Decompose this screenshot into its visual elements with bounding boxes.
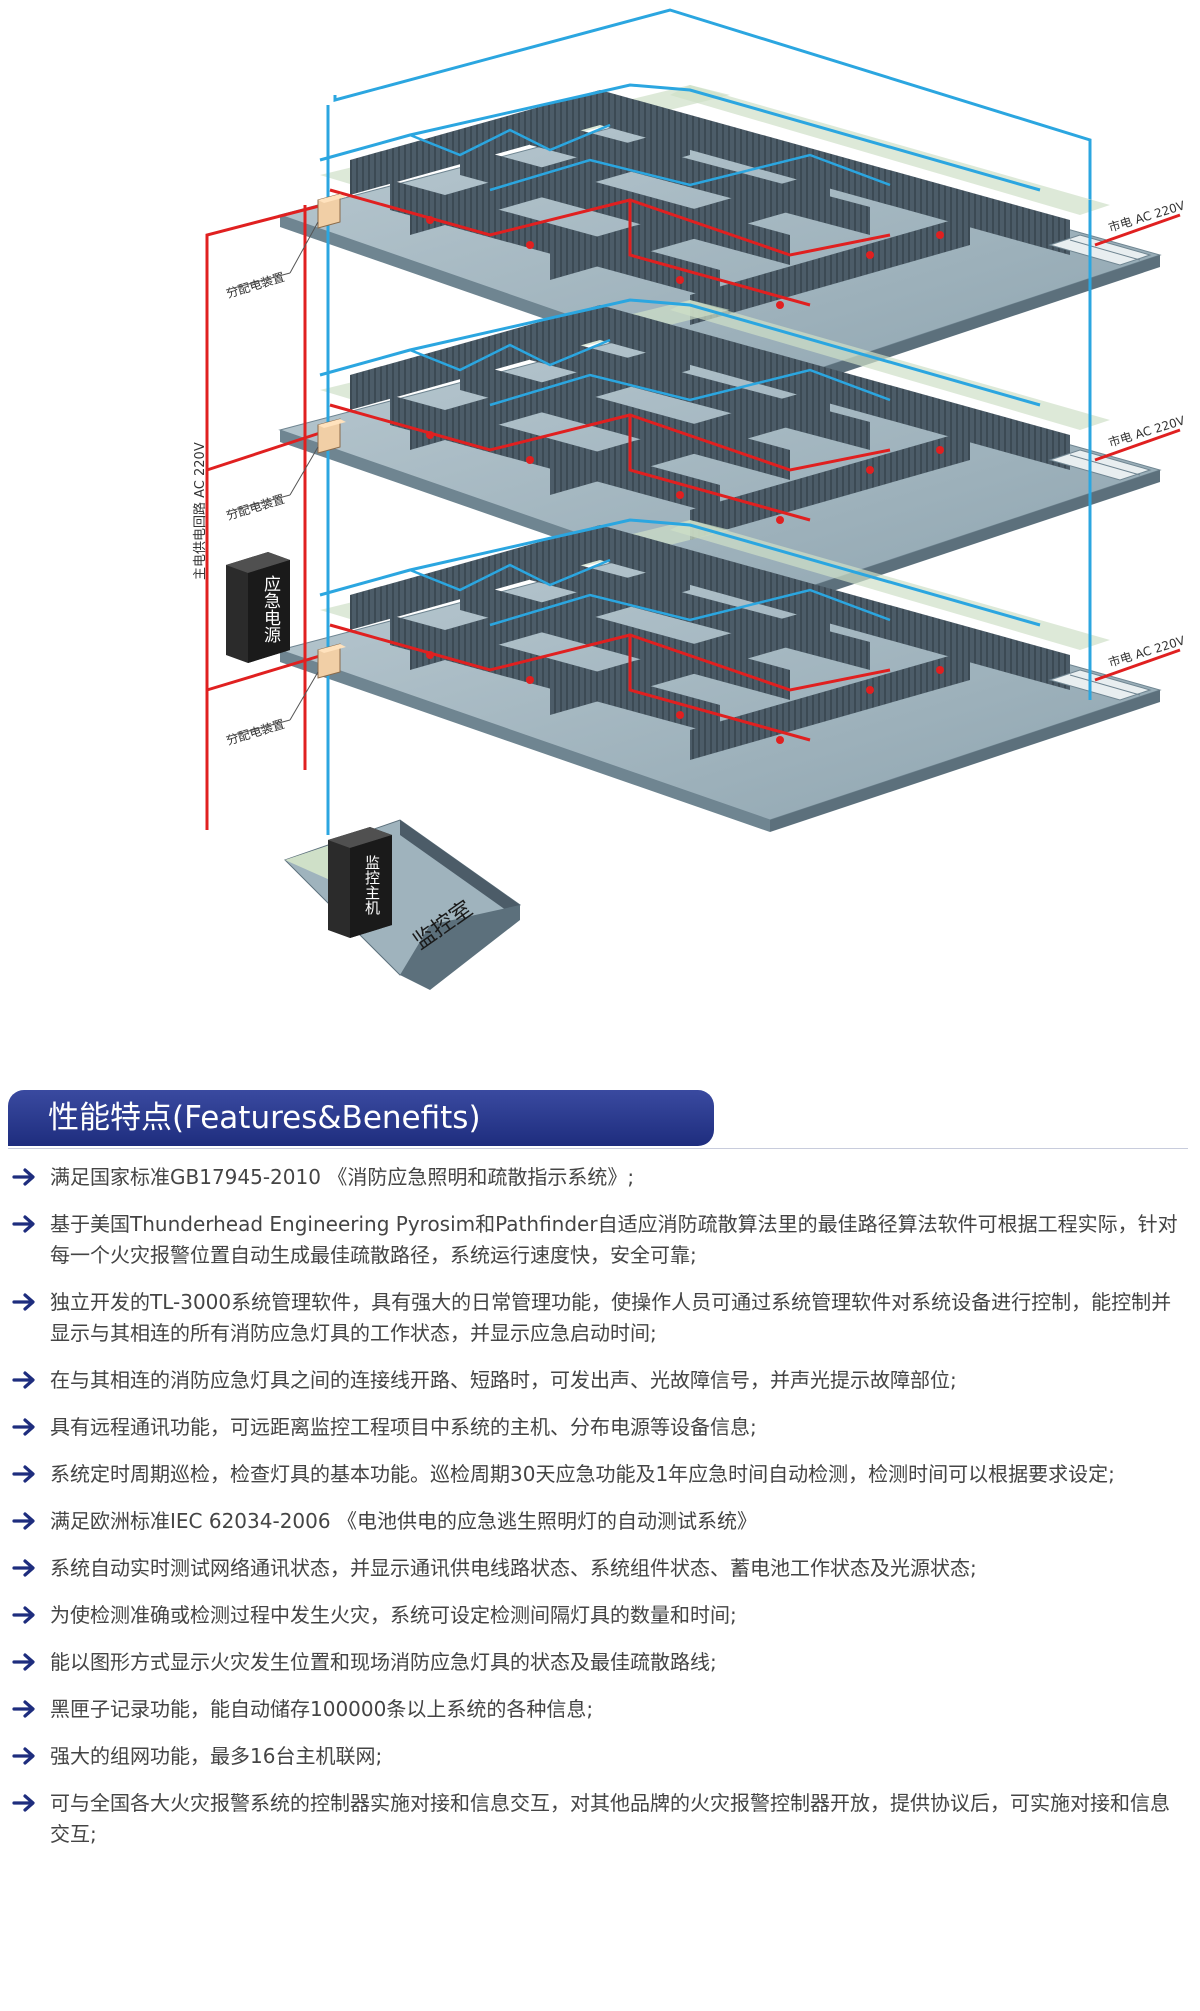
comm-loop-line xyxy=(333,8,1092,200)
arrow-right-icon xyxy=(12,1559,35,1577)
monitor-room xyxy=(284,819,521,990)
features-section: 性能特点(Features&Benefits) 满足国家标准GB17945-20… xyxy=(0,1090,1200,2011)
emergency-power-cabinet xyxy=(226,552,290,663)
emergency-power-label: 应急电源 xyxy=(260,575,281,644)
arrow-right-icon xyxy=(12,1747,35,1765)
feature-item: 基于美国Thunderhead Engineering Pyrosim和Path… xyxy=(0,1209,1200,1271)
monitor-host-label: 监控主机 xyxy=(363,855,381,916)
feature-text: 为使检测准确或检测过程中发生火灾，系统可设定检测间隔灯具的数量和时间; xyxy=(50,1603,737,1627)
arrow-right-icon xyxy=(12,1653,35,1671)
feature-text: 系统自动实时测试网络通讯状态，并显示通讯供电线路状态、系统组件状态、蓄电池工作状… xyxy=(50,1556,977,1580)
feature-text: 满足欧洲标准IEC 62034-2006 《电池供电的应急逃生照明灯的自动测试系… xyxy=(50,1509,757,1533)
city-power-lines xyxy=(1094,213,1181,682)
feature-text: 能以图形方式显示火灾发生位置和现场消防应急灯具的状态及最佳疏散路线; xyxy=(50,1650,717,1674)
features-list: 满足国家标准GB17945-2010 《消防应急照明和疏散指示系统》; 基于美国T… xyxy=(0,1162,1200,1866)
feature-text: 系统定时周期巡检，检查灯具的基本功能。巡检周期30天应急功能及1年应急时间自动检… xyxy=(50,1462,1115,1486)
arrow-right-icon xyxy=(12,1168,35,1186)
feature-item: 强大的组网功能，最多16台主机联网; xyxy=(0,1741,1200,1772)
distributor-box-3 xyxy=(317,193,346,229)
arrow-right-icon xyxy=(12,1215,35,1233)
evacuation-system-diagram: 应急电源 监控主机 监控室 主电供电回路 AC 220V 分配电装置 分配电装置… xyxy=(192,8,1187,990)
feature-item: 能以图形方式显示火灾发生位置和现场消防应急灯具的状态及最佳疏散路线; xyxy=(0,1647,1200,1678)
main-power-label: 主电供电回路 AC 220V xyxy=(192,442,208,580)
monitor-host-cabinet xyxy=(328,827,392,938)
feature-item: 满足欧洲标准IEC 62034-2006 《电池供电的应急逃生照明灯的自动测试系… xyxy=(0,1506,1200,1537)
feature-item: 系统自动实时测试网络通讯状态，并显示通讯供电线路状态、系统组件状态、蓄电池工作状… xyxy=(0,1553,1200,1584)
feature-item: 可与全国各大火灾报警系统的控制器实施对接和信息交互，对其他品牌的火灾报警控制器开… xyxy=(0,1788,1200,1850)
feature-text: 独立开发的TL-3000系统管理软件，具有强大的日常管理功能，使操作人员可通过系… xyxy=(50,1290,1172,1345)
feature-item: 在与其相连的消防应急灯具之间的连接线开路、短路时，可发出声、光故障信号，并声光提… xyxy=(0,1365,1200,1396)
arrow-right-icon xyxy=(12,1700,35,1718)
feature-item: 黑匣子记录功能，能自动储存100000条以上系统的各种信息; xyxy=(0,1694,1200,1725)
feature-text: 基于美国Thunderhead Engineering Pyrosim和Path… xyxy=(50,1212,1178,1267)
arrow-right-icon xyxy=(12,1418,35,1436)
arrow-right-icon xyxy=(12,1371,35,1389)
distributor-box-1 xyxy=(317,643,346,679)
distributor-box-2 xyxy=(317,418,346,454)
feature-item: 系统定时周期巡检，检查灯具的基本功能。巡检周期30天应急功能及1年应急时间自动检… xyxy=(0,1459,1200,1490)
main-power-riser xyxy=(205,203,324,830)
arrow-right-icon xyxy=(12,1293,35,1311)
feature-text: 具有远程通讯功能，可远距离监控工程项目中系统的主机、分布电源等设备信息; xyxy=(50,1415,757,1439)
feature-item: 具有远程通讯功能，可远距离监控工程项目中系统的主机、分布电源等设备信息; xyxy=(0,1412,1200,1443)
distributor-label-3: 分配电装置 xyxy=(225,270,286,301)
feature-text: 可与全国各大火灾报警系统的控制器实施对接和信息交互，对其他品牌的火灾报警控制器开… xyxy=(50,1791,1170,1846)
arrow-right-icon xyxy=(12,1512,35,1530)
feature-item: 独立开发的TL-3000系统管理软件，具有强大的日常管理功能，使操作人员可通过系… xyxy=(0,1287,1200,1349)
distributor-label-1: 分配电装置 xyxy=(225,717,286,748)
building-diagram-svg: 应急电源 监控主机 监控室 主电供电回路 AC 220V 分配电装置 分配电装置… xyxy=(192,8,1187,990)
feature-text: 黑匣子记录功能，能自动储存100000条以上系统的各种信息; xyxy=(50,1697,594,1721)
feature-item: 满足国家标准GB17945-2010 《消防应急照明和疏散指示系统》; xyxy=(0,1162,1200,1193)
feature-text: 强大的组网功能，最多16台主机联网; xyxy=(50,1744,383,1768)
arrow-right-icon xyxy=(12,1606,35,1624)
features-header-bar: 性能特点(Features&Benefits) xyxy=(8,1090,714,1146)
feature-item: 为使检测准确或检测过程中发生火灾，系统可设定检测间隔灯具的数量和时间; xyxy=(0,1600,1200,1631)
floor-1 xyxy=(278,518,1162,834)
arrow-right-icon xyxy=(12,1794,35,1812)
feature-text: 满足国家标准GB17945-2010 《消防应急照明和疏散指示系统》; xyxy=(50,1165,635,1189)
header-divider xyxy=(8,1148,1188,1149)
features-title: 性能特点(Features&Benefits) xyxy=(48,1100,481,1136)
distributor-label-2: 分配电装置 xyxy=(225,492,286,523)
feature-text: 在与其相连的消防应急灯具之间的连接线开路、短路时，可发出声、光故障信号，并声光提… xyxy=(50,1368,957,1392)
arrow-right-icon xyxy=(12,1465,35,1483)
